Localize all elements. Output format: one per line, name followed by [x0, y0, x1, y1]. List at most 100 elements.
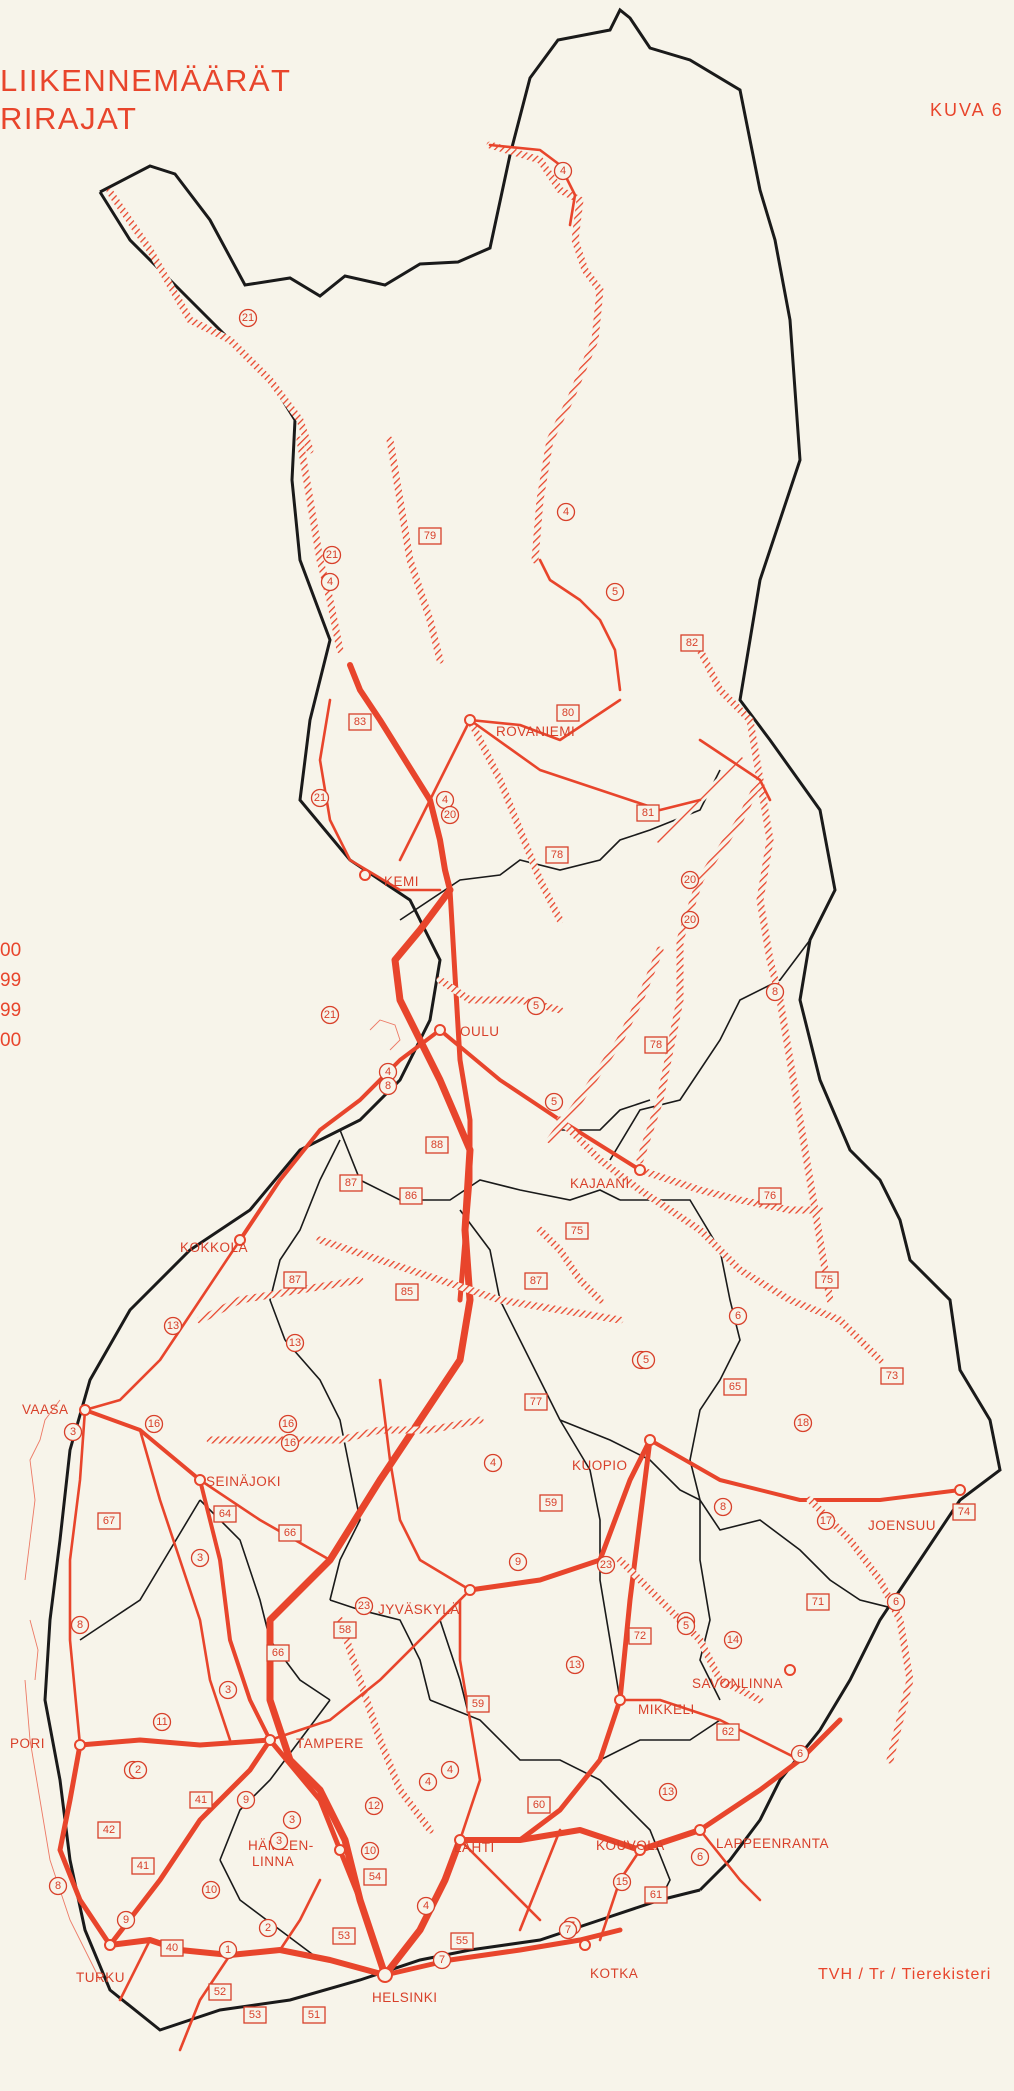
road-number-box: [952, 1503, 976, 1521]
road-number-circle: [544, 1092, 564, 1112]
road-number-label: 4: [442, 794, 448, 806]
road-number-label: 13: [662, 1786, 674, 1798]
road-number-box: [524, 1272, 548, 1290]
road-number-circle: [354, 1596, 374, 1616]
road-number-label: 5: [612, 586, 618, 598]
road-number-label: 7: [565, 1924, 571, 1936]
road-number-label: 6: [735, 1310, 741, 1322]
road-number-box: [806, 1593, 830, 1611]
road-number-label: 6: [697, 1851, 703, 1863]
road-number-label: 4: [490, 1457, 496, 1469]
road-number-label: 8: [720, 1501, 726, 1513]
road-number-circle: [790, 1744, 810, 1764]
road-number-box: [880, 1367, 904, 1385]
road-number-box: [395, 1283, 419, 1301]
road-number-circle: [152, 1712, 172, 1732]
road-number-circle: [378, 1076, 398, 1096]
road-number-circle: [596, 1555, 616, 1575]
road-number-label: 6: [797, 1748, 803, 1760]
road-number-circle: [310, 788, 330, 808]
road-number-label: 65: [729, 1381, 741, 1393]
road-number-label: 81: [642, 807, 654, 819]
road-number-label: 4: [447, 1764, 453, 1776]
legend-value: 00: [0, 1030, 22, 1051]
road-number-label: 16: [284, 1437, 296, 1449]
road-number-label: 4: [385, 1066, 391, 1078]
road-number-box: [450, 1932, 474, 1950]
city-label-tampere: TAMPERE: [296, 1736, 364, 1751]
road-number-label: 4: [423, 1900, 429, 1912]
road-number-box: [339, 1174, 363, 1192]
road-number-circle: [163, 1316, 183, 1336]
legend-value: 99: [0, 970, 22, 991]
road-number-label: 21: [326, 549, 338, 561]
road-number-label: 21: [324, 1009, 336, 1021]
city-label-hameenlinna-2: LINNA: [252, 1854, 294, 1869]
road-number-label: 78: [551, 849, 563, 861]
title-line-2: RIRAJAT: [0, 101, 138, 136]
road-number-box: [527, 1796, 551, 1814]
road-number-circle: [440, 1760, 460, 1780]
road-number-label: 2: [135, 1764, 141, 1776]
road-number-label: 17: [820, 1515, 832, 1527]
road-number-label: 20: [684, 874, 696, 886]
city-label-jyvaskyla: JYVÄSKYLÄ: [378, 1602, 460, 1617]
road-number-circle: [190, 1548, 210, 1568]
road-number-label: 3: [197, 1552, 203, 1564]
road-number-label: 55: [456, 1935, 468, 1947]
road-number-box: [243, 2006, 267, 2024]
road-number-label: 20: [444, 809, 456, 821]
road-number-circle: [269, 1831, 289, 1851]
city-labels: ROVANIEMI KEMI OULU KAJAANI KOKKOLA VAAS…: [10, 724, 936, 2005]
road-number-circle: [360, 1841, 380, 1861]
city-markers: [74, 714, 966, 1983]
road-number-label: 8: [385, 1080, 391, 1092]
road-number-circle: [508, 1552, 528, 1572]
road-number-label: 82: [686, 637, 698, 649]
road-number-label: 51: [308, 2009, 320, 2021]
road-number-label: 67: [103, 1515, 115, 1527]
road-number-circle: [48, 1876, 68, 1896]
road-number-circle: [728, 1306, 748, 1326]
road-number-label: 23: [600, 1559, 612, 1571]
road-number-label: 86: [405, 1190, 417, 1202]
city-label-oulu: OULU: [460, 1024, 500, 1039]
boxed-road-numbers: 7982808381787888878685878776757773746567…: [97, 527, 976, 2024]
road-number-label: 74: [958, 1506, 970, 1518]
road-number-label: 42: [103, 1824, 115, 1836]
road-number-box: [636, 804, 660, 822]
legend-values: 00 99 99 00: [0, 936, 21, 1056]
road-number-box: [723, 1378, 747, 1396]
map-title: LIIKENNEMÄÄRÄT RIRAJAT: [0, 62, 291, 138]
road-number-label: 10: [364, 1845, 376, 1857]
city-label-kouvola: KOUVOLA: [596, 1838, 665, 1853]
road-number-label: 6: [893, 1596, 899, 1608]
city-label-vaasa: VAASA: [22, 1402, 69, 1417]
road-number-circle: [605, 582, 625, 602]
road-number-circle: [556, 502, 576, 522]
road-number-label: 61: [650, 1889, 662, 1901]
road-number-circle: [713, 1497, 733, 1517]
road-number-circle: [280, 1433, 300, 1453]
road-number-label: 80: [562, 707, 574, 719]
road-number-circle: [765, 982, 785, 1002]
road-number-label: 59: [545, 1497, 557, 1509]
road-number-label: 72: [634, 1630, 646, 1642]
road-number-label: 85: [401, 1286, 413, 1298]
road-number-label: 21: [242, 312, 254, 324]
road-number-circle: [636, 1350, 656, 1370]
road-number-box: [418, 527, 442, 545]
country-border-west: [43, 191, 701, 2032]
road-number-box: [97, 1512, 121, 1530]
road-number-label: 75: [571, 1225, 583, 1237]
road-number-circle: [238, 308, 258, 328]
road-number-label: 53: [249, 2009, 261, 2021]
road-number-circle: [322, 545, 342, 565]
road-number-box: [680, 634, 704, 652]
city-label-seinajoki: SEINÄJOKI: [206, 1474, 281, 1489]
road-number-circle: [63, 1422, 83, 1442]
road-number-label: 87: [345, 1177, 357, 1189]
road-number-circle: [676, 1616, 696, 1636]
road-number-circle: [128, 1760, 148, 1780]
city-label-kajaani: KAJAANI: [570, 1176, 630, 1191]
